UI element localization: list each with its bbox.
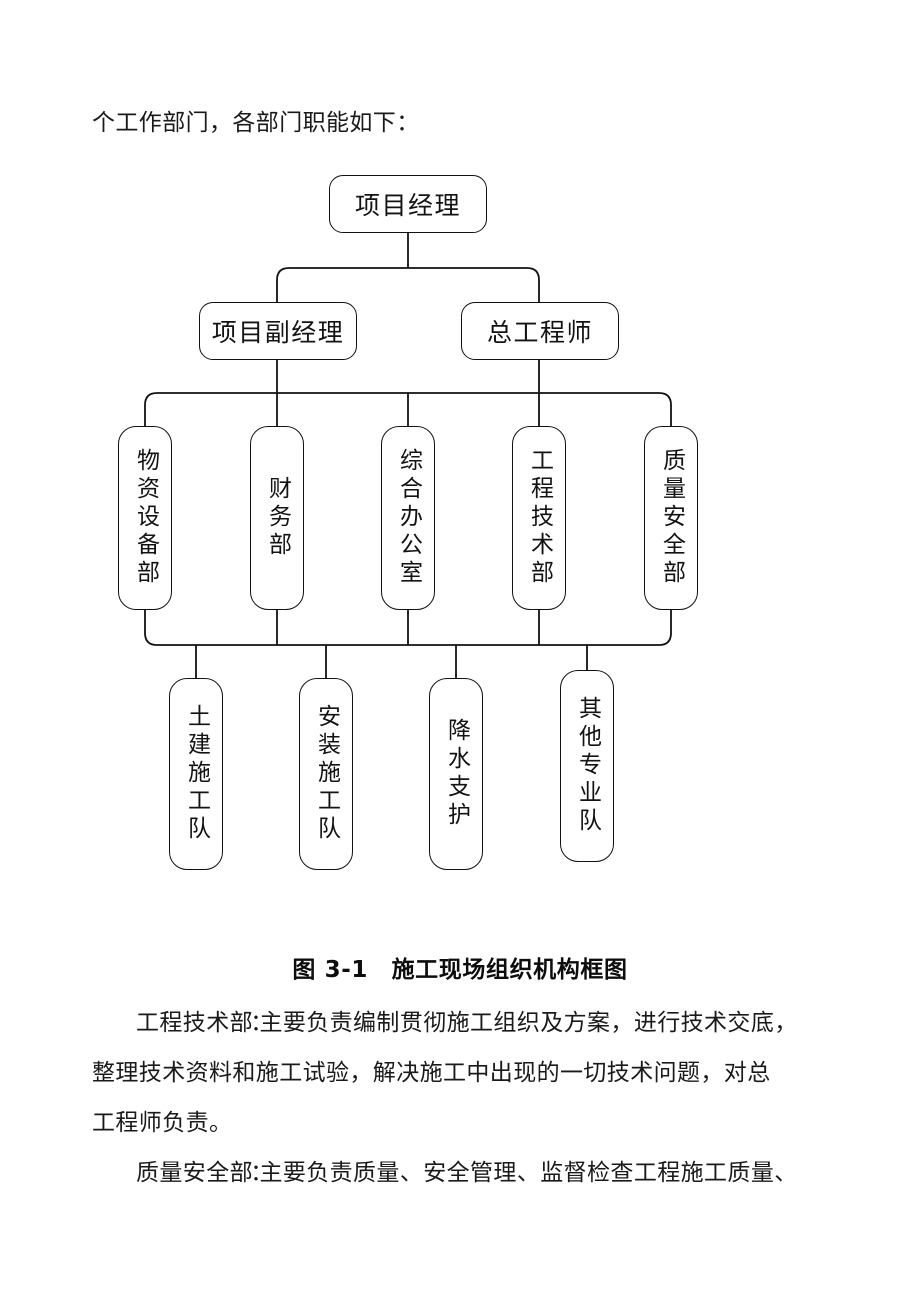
node-project-manager-label: 项目经理 xyxy=(354,191,461,220)
paragraph-engineering-technology-line-2: 整理技术资料和施工试验，解决施工中出现的一切技术问题，对总 xyxy=(92,1060,771,1086)
paragraph-colon-2: ： xyxy=(250,1160,274,1186)
node-installation-construction-team[interactable]: 安装施工队 xyxy=(299,678,353,870)
node-civil-construction-team[interactable]: 土建施工队 xyxy=(169,678,223,870)
paragraph-heading-quality-safety: 质量安全部 xyxy=(136,1160,253,1186)
paragraph-quality-safety-line-1: 质量安全部：主要负责质量、安全管理、监督检查工程施工质量、 xyxy=(136,1160,798,1186)
paragraph-engineering-technology-line-1: 工程技术部：主要负责编制贯彻施工组织及方案，进行技术交底， xyxy=(136,1010,798,1036)
node-quality-safety-dept[interactable]: 质量安全部 xyxy=(644,426,698,610)
node-other-professional-team-label: 其他专业队 xyxy=(574,696,601,836)
paragraph-heading-engineering-technology: 工程技术部 xyxy=(136,1010,253,1036)
node-installation-construction-team-label: 安装施工队 xyxy=(313,704,340,844)
node-finance-dept[interactable]: 财务部 xyxy=(250,426,304,610)
paragraph-colon-1: ： xyxy=(250,1010,274,1036)
node-general-office-label: 综合办公室 xyxy=(395,448,422,588)
node-materials-equipment-dept[interactable]: 物资设备部 xyxy=(118,426,172,610)
lead-paragraph-line: 个工作部门，各部门职能如下： xyxy=(92,110,420,136)
node-dewatering-support-team[interactable]: 降水支护 xyxy=(429,678,483,870)
node-finance-dept-label: 财务部 xyxy=(264,476,291,560)
node-quality-safety-dept-label: 质量安全部 xyxy=(658,448,685,588)
paragraph-engineering-technology-text-1: 主要负责编制贯彻施工组织及方案，进行技术交底， xyxy=(259,1010,798,1036)
node-dewatering-support-team-label: 降水支护 xyxy=(443,718,470,830)
node-deputy-project-manager[interactable]: 项目副经理 xyxy=(199,302,357,360)
paragraph-quality-safety-text-1: 主要负责质量、安全管理、监督检查工程施工质量、 xyxy=(259,1160,798,1186)
node-engineering-technology-dept[interactable]: 工程技术部 xyxy=(512,426,566,610)
node-engineering-technology-dept-label: 工程技术部 xyxy=(526,448,553,588)
paragraph-engineering-technology-line-3: 工程师负责。 xyxy=(92,1110,233,1136)
node-materials-equipment-dept-label: 物资设备部 xyxy=(132,448,159,588)
org-chart: 项目经理 项目副经理 总工程师 物资设备部 财务部 综合办公室 工程技术部 质量… xyxy=(118,175,698,870)
node-other-professional-team[interactable]: 其他专业队 xyxy=(560,670,614,862)
node-chief-engineer-label: 总工程师 xyxy=(486,318,593,347)
level2-bus xyxy=(276,267,540,303)
node-deputy-project-manager-label: 项目副经理 xyxy=(211,318,345,347)
node-project-manager[interactable]: 项目经理 xyxy=(329,175,487,233)
node-general-office[interactable]: 综合办公室 xyxy=(381,426,435,610)
org-chart-connectors xyxy=(144,233,672,678)
node-civil-construction-team-label: 土建施工队 xyxy=(183,704,210,844)
figure-caption: 图 3-1 施工现场组织机构框图 xyxy=(292,957,628,983)
node-chief-engineer[interactable]: 总工程师 xyxy=(461,302,619,360)
